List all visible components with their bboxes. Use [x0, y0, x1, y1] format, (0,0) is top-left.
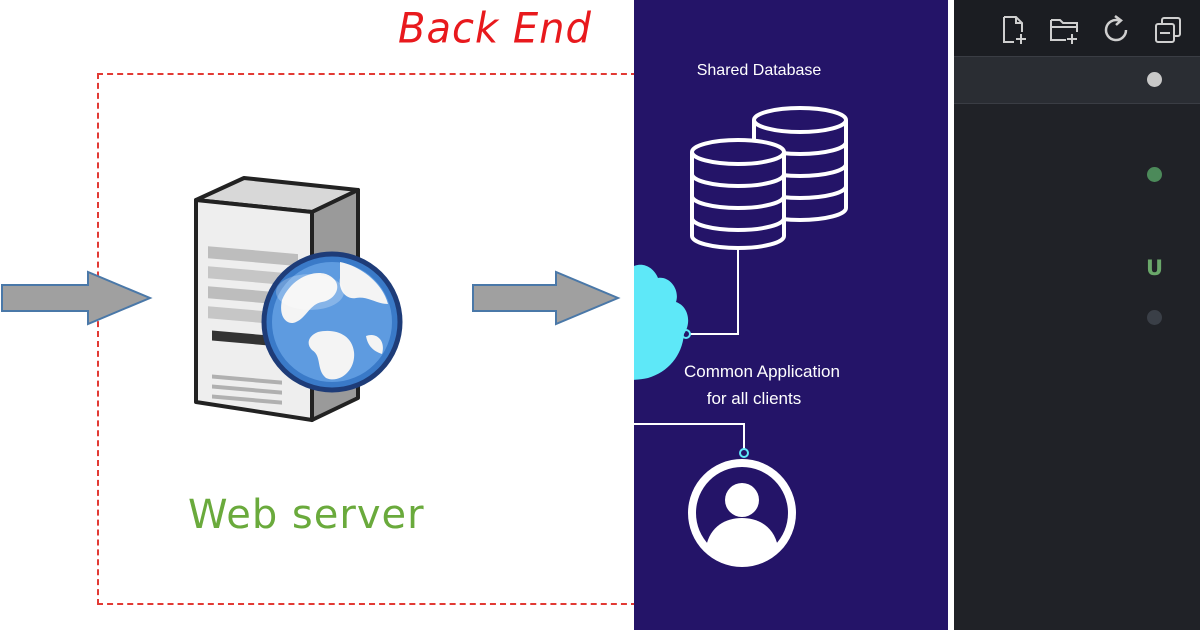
- backend-diagram-graphics: [1, 176, 621, 422]
- explorer-toolbar: [954, 0, 1200, 56]
- new-file-icon[interactable]: [998, 14, 1030, 46]
- refresh-icon[interactable]: [1100, 14, 1132, 46]
- cloud-icon: [634, 264, 689, 380]
- collapse-all-icon[interactable]: [1152, 14, 1184, 46]
- ignored-status-dot: [1147, 310, 1162, 325]
- incoming-arrow: [1, 270, 153, 326]
- common-application-label: Common Application for all clients: [684, 358, 840, 412]
- panel-divider: [948, 0, 954, 630]
- editor-explorer-panel: U: [954, 0, 1200, 630]
- db-connector-line: [688, 250, 739, 335]
- shared-database-panel: Shared Database: [634, 0, 948, 630]
- database-icon-front: [690, 138, 786, 250]
- outgoing-arrow: [472, 270, 621, 326]
- shared-database-label: Shared Database: [696, 62, 822, 79]
- backend-boundary: [97, 73, 634, 605]
- globe-icon: [261, 251, 403, 393]
- backend-title: Back End: [398, 4, 592, 54]
- explorer-selected-row[interactable]: [954, 56, 1200, 104]
- web-server-label: Web server: [188, 492, 425, 538]
- added-status-dot: [1147, 167, 1162, 182]
- shared-database-graphics: [634, 106, 848, 567]
- new-folder-icon[interactable]: [1048, 14, 1080, 46]
- common-application-line-1: Common Application: [684, 362, 840, 381]
- user-icon: [688, 459, 796, 567]
- modified-status-dot: [1147, 72, 1162, 87]
- backend-diagram-panel: Back End: [1, 4, 634, 605]
- common-application-line-2: for all clients: [706, 389, 802, 408]
- untracked-status-letter: U: [1146, 256, 1164, 280]
- user-connector-line: [634, 423, 745, 450]
- user-connector-node: [739, 448, 749, 458]
